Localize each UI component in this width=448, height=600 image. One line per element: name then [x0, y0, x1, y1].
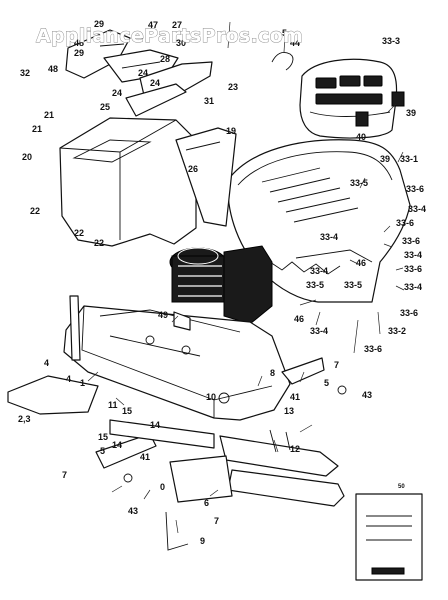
- label-48a: 48: [74, 38, 84, 48]
- label-29a: 29: [94, 19, 104, 29]
- label-33-3: 33-3: [382, 36, 400, 46]
- floor-plate: [7, 375, 99, 415]
- label-7a: 7: [334, 360, 339, 370]
- label-39b: 39: [380, 154, 390, 164]
- label-14a: 14: [150, 420, 160, 430]
- label-0: 0: [160, 482, 165, 492]
- label-4b: 4: [66, 374, 71, 384]
- label-11: 11: [108, 400, 118, 410]
- label-22a: 22: [30, 206, 40, 216]
- label-41a: 41: [290, 392, 300, 402]
- label-8: 8: [270, 368, 275, 378]
- grille-dash-panel: [271, 51, 405, 139]
- label-33-6a: 33-6: [406, 184, 424, 194]
- label-28: 28: [160, 54, 170, 64]
- label-25: 25: [100, 102, 110, 112]
- label-7b: 7: [62, 470, 67, 480]
- label-24b: 24: [150, 78, 160, 88]
- label-50: 50: [398, 484, 405, 490]
- label-22b: 22: [74, 228, 84, 238]
- label-10: 10: [206, 392, 216, 402]
- label-33-4a: 33-4: [408, 204, 426, 214]
- label-15a: 15: [122, 406, 132, 416]
- label-33-5a: 33-5: [350, 178, 368, 188]
- label-47: 47: [148, 20, 158, 30]
- label-43a: 43: [362, 390, 372, 400]
- label-33-5b: 33-5: [306, 280, 324, 290]
- label-33-4f: 33-4: [310, 326, 328, 336]
- watermark-text: AppliancePartsPros.com: [36, 25, 303, 47]
- label-33-6b: 33-6: [396, 218, 414, 228]
- label-21a: 21: [44, 110, 54, 120]
- label-20: 20: [22, 152, 32, 162]
- label-7c: 7: [214, 516, 219, 526]
- label-31: 31: [204, 96, 214, 106]
- label-41b: 41: [140, 452, 150, 462]
- leader-lines: [87, 21, 405, 534]
- label-33-6f: 33-6: [364, 344, 382, 354]
- label-5b: 5: [324, 378, 329, 388]
- label-15b: 15: [98, 432, 108, 442]
- label-33-6c: 33-6: [402, 236, 420, 246]
- label-27: 27: [172, 20, 182, 30]
- label-33-4e: 33-4: [404, 282, 422, 292]
- label-26: 26: [188, 164, 198, 174]
- label-24c: 24: [112, 88, 122, 98]
- label-33-4b: 33-4: [320, 232, 338, 242]
- front-axle-assembly: [95, 357, 347, 551]
- label-49: 49: [158, 310, 168, 320]
- label-32: 32: [20, 68, 30, 78]
- label-48b: 48: [48, 64, 58, 74]
- label-33-6e: 33-6: [400, 308, 418, 318]
- label-19: 19: [226, 126, 236, 136]
- label-33-6d: 33-6: [404, 264, 422, 274]
- label-33-4d: 33-4: [310, 266, 328, 276]
- label-33-1: 33-1: [400, 154, 418, 164]
- label-40: 40: [356, 132, 366, 142]
- engine: [169, 245, 273, 325]
- decal-card: [355, 493, 423, 581]
- rear-fender-frame: [59, 117, 237, 247]
- label-33-2: 33-2: [388, 326, 406, 336]
- label-21b: 21: [32, 124, 42, 134]
- label-4a: 4: [44, 358, 49, 368]
- part-labels: 29 47 27 30 48 29 28 32 48 24 24 24 31 2…: [18, 19, 426, 546]
- label-29b: 29: [74, 48, 84, 58]
- label-33-5c: 33-5: [344, 280, 362, 290]
- label-33-4c: 33-4: [404, 250, 422, 260]
- label-1: 1: [80, 378, 85, 388]
- label-24a: 24: [138, 68, 148, 78]
- seat-brackets: [65, 29, 213, 117]
- label-22c: 22: [94, 238, 104, 248]
- label-6: 6: [204, 498, 209, 508]
- label-44: 44: [290, 38, 300, 48]
- label-43b: 43: [128, 506, 138, 516]
- label-39a: 39: [406, 108, 416, 118]
- label-13: 13: [284, 406, 294, 416]
- label-5a: 5: [282, 28, 287, 38]
- label-2-3: 2,3: [18, 414, 31, 424]
- label-46b: 46: [294, 314, 304, 324]
- label-5c: 5: [100, 446, 105, 456]
- label-46a: 46: [356, 258, 366, 268]
- main-frame: [63, 295, 291, 421]
- label-23: 23: [228, 82, 238, 92]
- label-9: 9: [200, 536, 205, 546]
- label-14b: 14: [112, 440, 122, 450]
- label-30: 30: [176, 38, 186, 48]
- label-12: 12: [290, 444, 300, 454]
